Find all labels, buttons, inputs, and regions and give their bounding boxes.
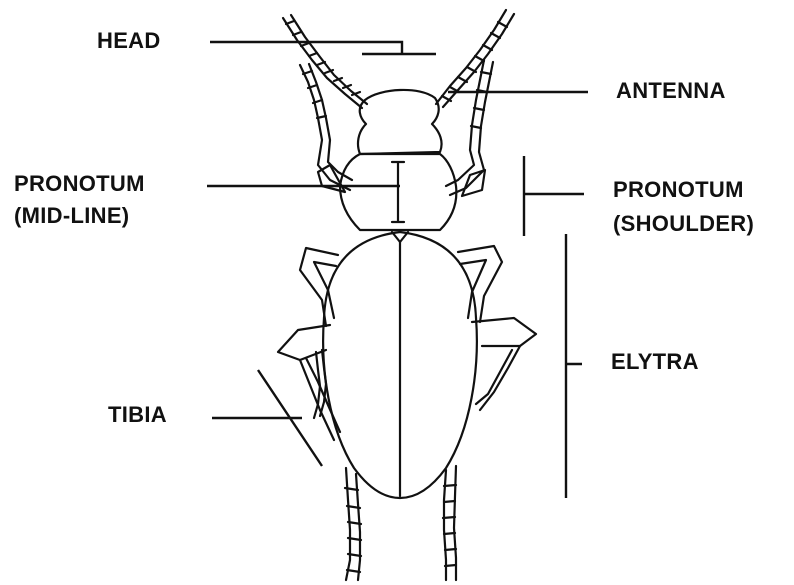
pronotum-shoulder-leader-line [524, 156, 584, 236]
elytra-bracket [566, 234, 582, 498]
right-hind-leg [472, 318, 536, 410]
label-pronotum-shoulder-line1: PRONOTUM [613, 177, 744, 202]
label-elytra: ELYTRA [611, 349, 699, 374]
label-pronotum-midline-line1: PRONOTUM [14, 171, 145, 196]
right-rear-tarsus [443, 466, 456, 580]
head [358, 90, 442, 154]
left-hind-leg [278, 325, 340, 440]
left-middle-leg [300, 248, 338, 326]
right-middle-leg [458, 246, 502, 322]
label-antenna: ANTENNA [616, 78, 726, 103]
label-pronotum-midline-line2: (MID-LINE) [14, 203, 129, 228]
left-antenna [283, 15, 367, 108]
pronotum-midline-mark [392, 162, 404, 222]
label-pronotum-shoulder-line2: (SHOULDER) [613, 211, 754, 236]
tibia-leader-line [212, 370, 322, 466]
left-rear-tarsus [345, 468, 361, 580]
head-leader-line [210, 42, 436, 54]
label-head: HEAD [97, 28, 161, 53]
label-tibia: TIBIA [108, 402, 167, 427]
